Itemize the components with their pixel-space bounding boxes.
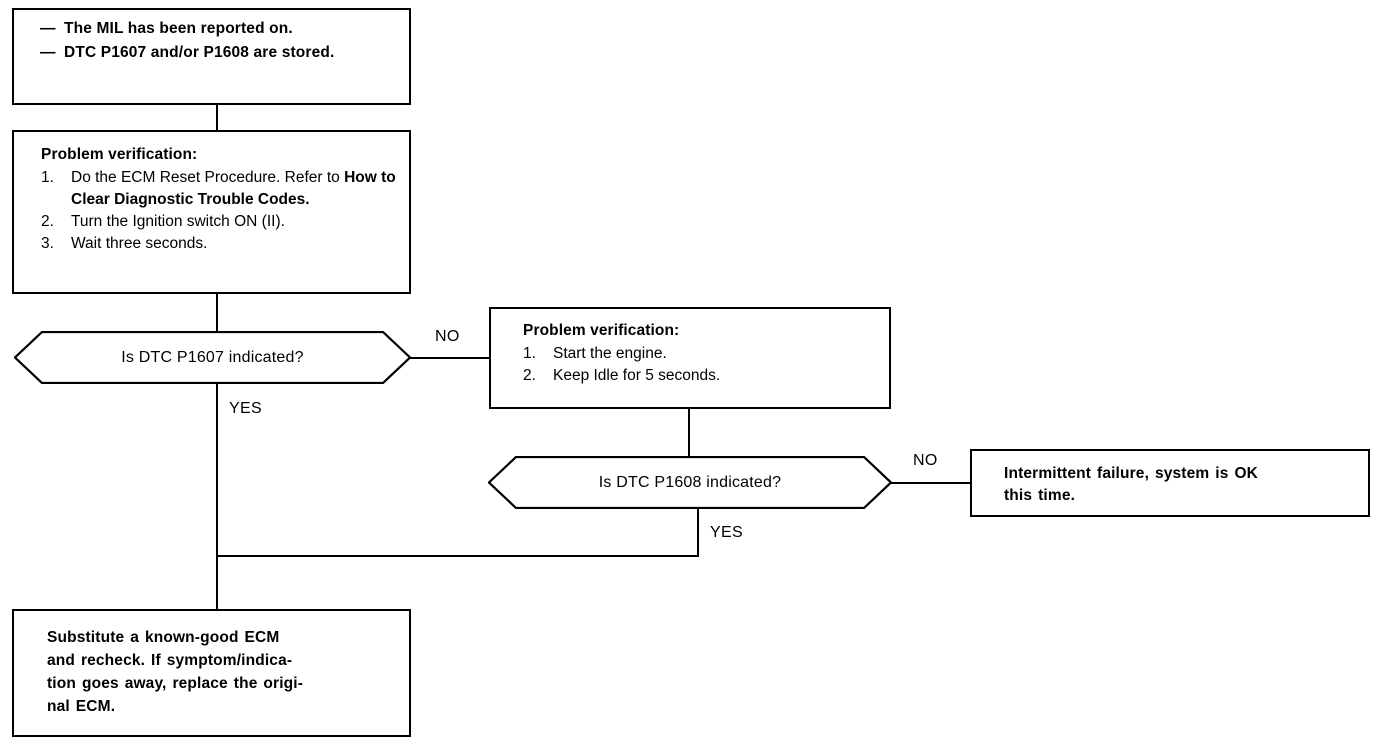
step-text: Wait three seconds. — [71, 235, 208, 252]
step-text: Turn the Ignition switch ON (II). — [71, 213, 285, 230]
decision-2-yes-label: YES — [710, 524, 743, 541]
hexagon-shape-icon — [488, 456, 892, 509]
connector-decision-2-no — [891, 482, 972, 484]
verification-2-step-2: 2. Keep Idle for 5 seconds. — [523, 365, 879, 387]
connector-symptom-to-verification-1 — [216, 105, 218, 132]
symptom-bullet-2: — DTC P1607 and/or P1608 are stored. — [40, 42, 399, 64]
symptom-bullet-list: — The MIL has been reported on. — DTC P1… — [40, 18, 399, 64]
verification-1-step-1: 1. Do the ECM Reset Procedure. Refer to … — [41, 167, 399, 211]
hexagon-shape-icon — [14, 331, 411, 384]
final-line-2: and recheck. If symptom/indica- — [47, 651, 293, 669]
step-number: 3. — [41, 235, 54, 252]
symptom-bullet-1-text: The MIL has been reported on. — [64, 20, 293, 37]
decision-is-p1608-indicated: Is DTC P1608 indicated? — [488, 456, 892, 509]
symptom-bullet-1: — The MIL has been reported on. — [40, 18, 399, 40]
verification-1-step-3: 3. Wait three seconds. — [41, 233, 399, 255]
intermittent-line-2: this time. — [1004, 487, 1076, 504]
decision-is-p1607-indicated: Is DTC P1607 indicated? — [14, 331, 411, 384]
step-number: 1. — [41, 169, 54, 186]
intermittent-line-1: Intermittent failure, system is OK — [1004, 465, 1258, 482]
decision-2-no-label: NO — [913, 452, 938, 469]
verification-box-1: Problem verification: 1. Do the ECM Rese… — [12, 130, 411, 294]
connector-decision-1-no — [410, 357, 491, 359]
verification-1-step-2: 2. Turn the Ignition switch ON (II). — [41, 211, 399, 233]
connector-decision-1-yes — [216, 384, 218, 557]
decision-2-label: Is DTC P1608 indicated? — [598, 473, 782, 491]
connector-decision-2-yes — [697, 509, 699, 557]
final-line-3: tion goes away, replace the origi- — [47, 674, 304, 692]
verification-2-steps: 1. Start the engine. 2. Keep Idle for 5 … — [523, 343, 879, 387]
dash-bullet-icon: — — [40, 20, 56, 37]
step-text: Start the engine. — [553, 345, 667, 362]
intermittent-failure-box: Intermittent failure, system is OK this … — [970, 449, 1370, 517]
decision-1-yes-label: YES — [229, 400, 262, 417]
connector-yes-merge-line — [216, 555, 699, 557]
verification-box-2: Problem verification: 1. Start the engin… — [489, 307, 891, 409]
final-line-4: nal ECM. — [47, 697, 116, 715]
decision-1-label: Is DTC P1607 indicated? — [121, 348, 304, 366]
decision-1-no-label: NO — [435, 328, 460, 345]
symptom-bullet-2-text: DTC P1607 and/or P1608 are stored. — [64, 44, 335, 61]
connector-verification-2-to-decision-2 — [688, 409, 690, 457]
final-action-box: Substitute a known-good ECM and recheck.… — [12, 609, 411, 737]
step-text: Do the ECM Reset Procedure. Refer to How… — [71, 169, 396, 208]
connector-merge-to-final-box — [216, 555, 218, 610]
dash-bullet-icon: — — [40, 44, 56, 61]
connector-verification-1-to-decision-1 — [216, 294, 218, 332]
verification-2-heading: Problem verification: — [523, 322, 680, 339]
verification-1-heading: Problem verification: — [41, 146, 198, 163]
verification-1-steps: 1. Do the ECM Reset Procedure. Refer to … — [41, 167, 399, 255]
step-number: 2. — [41, 213, 54, 230]
step-text: Keep Idle for 5 seconds. — [553, 367, 721, 384]
step-number: 2. — [523, 367, 536, 384]
step-emphasis: How to Clear Diagnostic Trouble Codes. — [71, 169, 396, 208]
symptom-box: — The MIL has been reported on. — DTC P1… — [12, 8, 411, 105]
final-line-1: Substitute a known-good ECM — [47, 629, 280, 646]
verification-2-step-1: 1. Start the engine. — [523, 343, 879, 365]
step-number: 1. — [523, 345, 536, 362]
